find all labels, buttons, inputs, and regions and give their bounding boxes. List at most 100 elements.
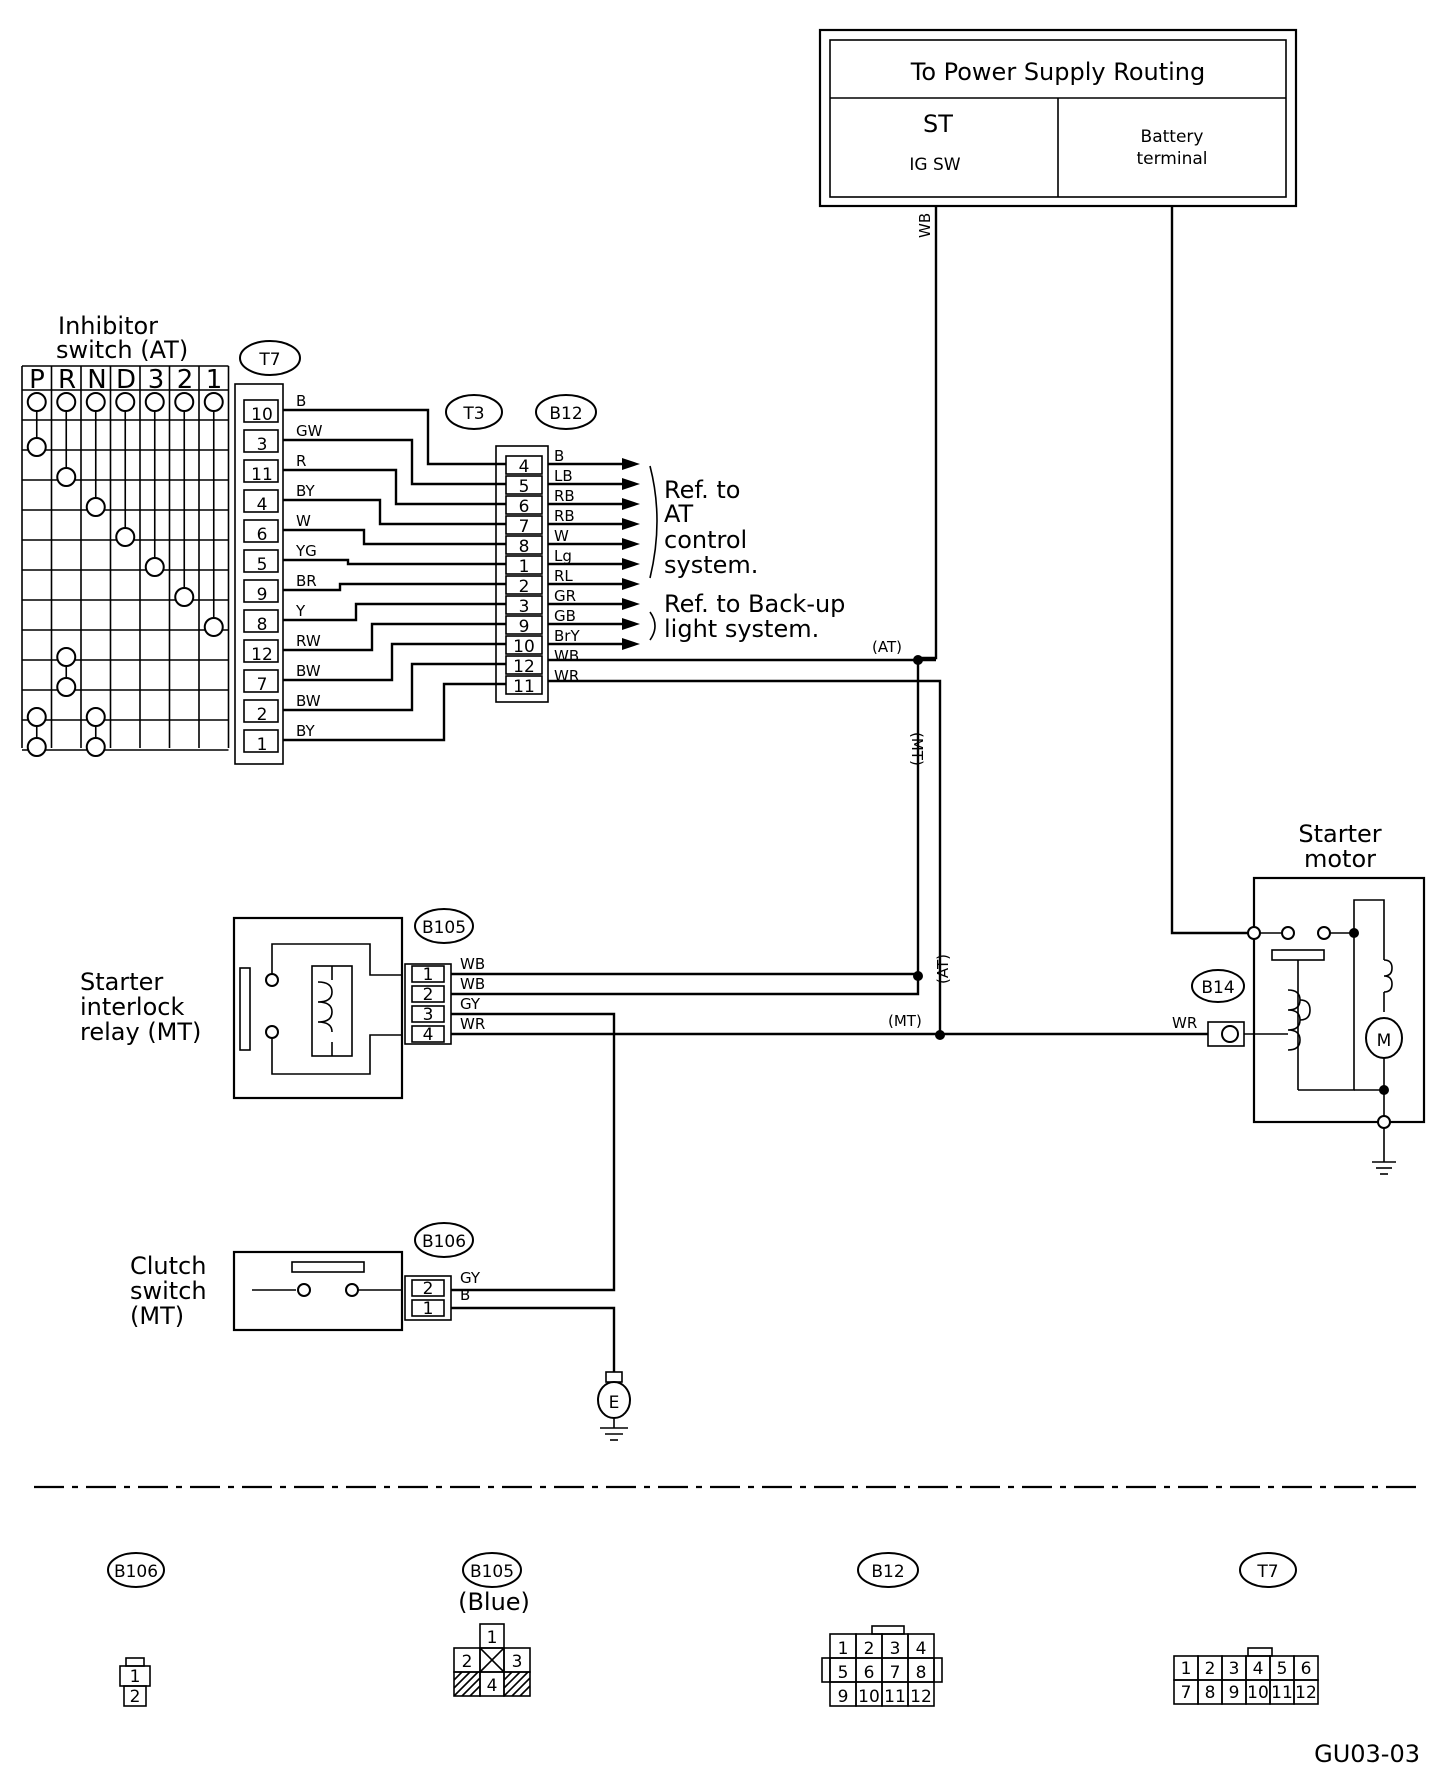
legend-pin: 7 xyxy=(1181,1683,1192,1703)
inhibitor-switch: Inhibitor switch (AT) P R N D 3 2 1 xyxy=(21,312,230,757)
contact-circle xyxy=(26,707,47,727)
harness-wire xyxy=(283,622,506,652)
t7-tag: T7 xyxy=(258,350,280,370)
connector-side xyxy=(933,1657,943,1683)
contact-circle xyxy=(26,437,47,457)
b12-pin: 6 xyxy=(519,497,530,517)
t7-pin-cell xyxy=(243,579,279,603)
b12-pin-cell xyxy=(505,475,543,495)
b12-pin: 2 xyxy=(519,577,530,597)
clutch-switch: Clutch switch (MT) B106 2 1 GY B xyxy=(130,1222,481,1332)
b12-pin-cell xyxy=(505,535,543,555)
b12-pin-cell xyxy=(505,615,543,635)
relay-title-1: Starter xyxy=(80,968,163,996)
b106-pin: 1 xyxy=(423,1299,434,1319)
contact-circle xyxy=(56,392,77,412)
wire-color: YG xyxy=(295,542,317,560)
contact-circle xyxy=(85,392,106,412)
inhibitor-title-2: switch (AT) xyxy=(56,336,188,364)
wire-color: WR xyxy=(554,667,579,685)
ground-label: E xyxy=(609,1393,620,1413)
wire-color: GR xyxy=(554,587,576,605)
legend-pin: 1 xyxy=(487,1628,498,1648)
legend-pin: 5 xyxy=(838,1663,849,1683)
wire-color: B xyxy=(296,392,306,410)
legend-pin: 3 xyxy=(890,1639,901,1659)
b12-pin: 1 xyxy=(519,557,530,577)
harness-wire xyxy=(283,682,506,742)
contact-circle xyxy=(85,497,106,517)
legend-pin: 11 xyxy=(1271,1683,1293,1703)
relay-gy xyxy=(451,1012,616,1292)
contact-circle xyxy=(56,467,77,487)
t7-pin: 3 xyxy=(257,435,268,455)
at-vert-label: (AT) xyxy=(934,954,952,984)
wr-wire xyxy=(548,679,942,1038)
legend-cell xyxy=(907,1681,935,1707)
legend-pin: 3 xyxy=(1229,1659,1240,1679)
st-label: ST xyxy=(923,110,953,138)
mt-tag: (MT) xyxy=(888,1012,922,1030)
ref-at-control: Ref. to AT control system. xyxy=(649,465,758,579)
arrow-head-icon xyxy=(622,458,640,470)
arrow-head-icon xyxy=(622,618,640,630)
pos-R: R xyxy=(58,365,76,395)
wire-color: RB xyxy=(554,487,575,505)
contact-circle xyxy=(85,737,106,757)
clutch-b-ground xyxy=(451,1306,616,1372)
terminal-label: terminal xyxy=(1136,149,1207,169)
b105-pin: 1 xyxy=(423,965,434,985)
contact-circle xyxy=(203,617,224,637)
contact-circle xyxy=(26,392,47,412)
legend-pin: 2 xyxy=(462,1652,473,1672)
t7-pin-labels: 10 3 11 4 6 5 9 8 12 7 2 1 xyxy=(251,405,273,755)
b12-pin-cell xyxy=(505,515,543,535)
legend-pin: 4 xyxy=(916,1639,927,1659)
wire-color: WB xyxy=(554,647,579,665)
legend-pin: 5 xyxy=(1277,1659,1288,1679)
legend-pin: 8 xyxy=(1205,1683,1216,1703)
contact-circle xyxy=(115,527,136,547)
connector-latch xyxy=(1247,1647,1273,1657)
arrow-head-icon xyxy=(622,558,640,570)
t7-connector: T7 xyxy=(234,340,301,765)
legend-pin: 1 xyxy=(1181,1659,1192,1679)
connector-side xyxy=(821,1657,831,1683)
legend-b106: B106 1 2 xyxy=(107,1552,165,1707)
legend-pin: 2 xyxy=(864,1639,875,1659)
relay-wb-2 xyxy=(451,975,920,996)
b12-pin: 9 xyxy=(519,617,530,637)
arrow-head-icon xyxy=(622,538,640,550)
contact-circle xyxy=(144,392,165,412)
wire-color: R xyxy=(296,452,306,470)
harness-wire xyxy=(283,642,506,682)
b106-tag: B106 xyxy=(422,1232,466,1252)
wire-color: LB xyxy=(554,467,573,485)
wb-wire-st xyxy=(918,206,938,660)
t7-pin-cell xyxy=(243,489,279,513)
relay-title-3: relay (MT) xyxy=(80,1018,201,1046)
ref-backup-2: light system. xyxy=(664,615,819,643)
legend-pin: 12 xyxy=(910,1687,932,1707)
inhibitor-title-1: Inhibitor xyxy=(58,312,158,340)
t7-pin: 8 xyxy=(257,615,268,635)
b12-pin: 7 xyxy=(519,517,530,537)
wire-color: RW xyxy=(296,632,321,650)
contact-circle xyxy=(56,647,77,667)
t3-tag: T3 xyxy=(445,394,503,430)
b12-pin: 10 xyxy=(513,637,535,657)
t7-pin-cell xyxy=(243,549,279,573)
legend-pin: 2 xyxy=(1205,1659,1216,1679)
wire-color: BY xyxy=(296,722,315,740)
contact-circle xyxy=(174,392,195,412)
b14-tag: B14 xyxy=(1201,978,1234,998)
arrow-head-icon xyxy=(622,638,640,650)
contact-circle xyxy=(56,677,77,697)
wb-wire-label: WB xyxy=(916,213,934,238)
b105-pin: 4 xyxy=(423,1025,434,1045)
legend-pin: 2 xyxy=(130,1687,141,1707)
harness-wire xyxy=(283,558,506,566)
inhibitor-grid xyxy=(21,365,230,757)
legend-pin: 3 xyxy=(512,1652,523,1672)
wire-color: GB xyxy=(554,607,576,625)
